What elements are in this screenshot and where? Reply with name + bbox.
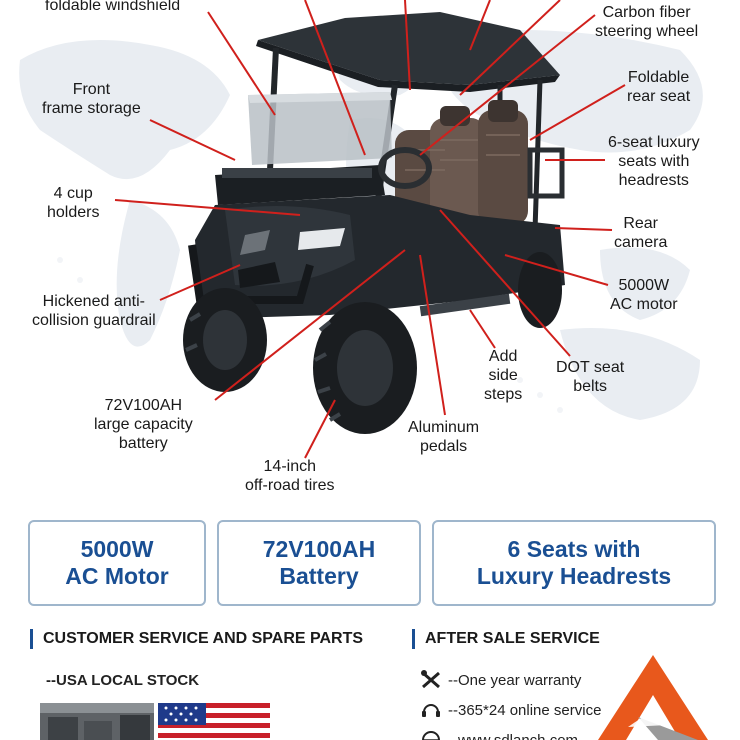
callout-line: Add (488, 348, 518, 365)
callout-rear-seat: Foldable rear seat (627, 68, 690, 106)
callout-text: foldable windshield (45, 0, 181, 14)
callout-line: 5000W (618, 277, 670, 294)
callout-line: steps (484, 386, 523, 403)
callout-line: Carbon fiber (602, 4, 691, 21)
online-service-text: --365*24 online service (448, 701, 602, 719)
callout-guardrail: Hickened anti- collision guardrail (32, 292, 156, 330)
callout-steering-wheel: Carbon fiber steering wheel (595, 3, 698, 41)
callout-line: Front (72, 81, 111, 98)
callout-line: 72V100AH (104, 397, 183, 414)
spec-line: Battery (279, 563, 359, 589)
callout-tires: 14-inch off-road tires (245, 457, 335, 495)
warehouse-photo (40, 703, 154, 740)
callout-line: large capacity (94, 416, 193, 433)
callout-rear-camera: Rear camera (614, 214, 667, 252)
callout-line: belts (573, 378, 607, 395)
warranty-row: --One year warranty (420, 670, 581, 690)
callout-line: steering wheel (595, 23, 699, 40)
callout-side-steps: Add side steps (484, 347, 522, 404)
callout-line: Hickened anti- (42, 293, 145, 310)
callout-line: holders (47, 204, 100, 221)
callout-line: collision guardrail (32, 312, 156, 329)
callout-line: Aluminum (408, 419, 480, 436)
customer-service-heading: CUSTOMER SERVICE AND SPARE PARTS (30, 629, 363, 649)
spec-line: 6 Seats with (507, 536, 641, 562)
spec-line: AC Motor (65, 563, 169, 589)
callout-line: rear seat (627, 88, 691, 105)
callout-cup-holders: 4 cup holders (47, 184, 99, 222)
spec-line: 72V100AH (262, 536, 376, 562)
callout-battery: 72V100AH large capacity battery (94, 396, 193, 453)
headset-icon (422, 704, 440, 717)
callout-line: DOT seat (556, 359, 625, 376)
callout-line: seats with (618, 153, 690, 170)
callout-line: Foldable (627, 69, 690, 86)
callout-line: off-road tires (245, 477, 335, 494)
callout-line: 4 cup (53, 185, 93, 202)
usa-flag-icon (158, 703, 270, 740)
callout-line: Rear (623, 215, 659, 232)
globe-icon (422, 731, 440, 740)
spec-line: 5000W (80, 536, 154, 562)
wrench-tools-icon (421, 670, 440, 689)
callout-luxury-seats: 6-seat luxury seats with headrests (608, 133, 700, 190)
callout-motor: 5000W AC motor (610, 276, 678, 314)
wheels (183, 252, 562, 434)
callout-line: pedals (419, 438, 468, 455)
cart-roof (258, 12, 560, 85)
callout-foldable-windshield: foldable windshield (45, 0, 180, 15)
callout-line: frame storage (42, 100, 141, 117)
callout-line: headrests (618, 172, 689, 189)
callout-line: side (488, 367, 518, 384)
spec-box-battery: 72V100AH Battery (217, 520, 421, 606)
golf-cart-illustration (183, 12, 565, 434)
callout-pedals: Aluminum pedals (408, 418, 479, 456)
spec-box-motor: 5000W AC Motor (28, 520, 206, 606)
after-sale-heading: AFTER SALE SERVICE (412, 629, 600, 649)
callout-line: battery (118, 435, 168, 452)
website-row: --www.sdlanch.com (420, 730, 578, 740)
callout-line: camera (614, 234, 668, 251)
usa-local-stock: --USA LOCAL STOCK (46, 672, 200, 689)
windshield (248, 92, 392, 165)
warranty-text: --One year warranty (448, 671, 582, 689)
callout-leader-lines (114, 0, 626, 459)
spec-line: Luxury Headrests (476, 563, 672, 589)
callout-line: 14-inch (263, 458, 316, 475)
brand-logo (598, 655, 708, 740)
website-link[interactable]: --www.sdlanch.com (448, 731, 579, 740)
callout-front-frame-storage: Front frame storage (42, 80, 141, 118)
online-service-row: --365*24 online service (420, 700, 601, 720)
callout-line: AC motor (610, 296, 678, 313)
spec-box-seats: 6 Seats with Luxury Headrests (432, 520, 716, 606)
callout-seat-belts: DOT seat belts (556, 358, 624, 396)
callout-line: 6-seat luxury (608, 134, 700, 151)
